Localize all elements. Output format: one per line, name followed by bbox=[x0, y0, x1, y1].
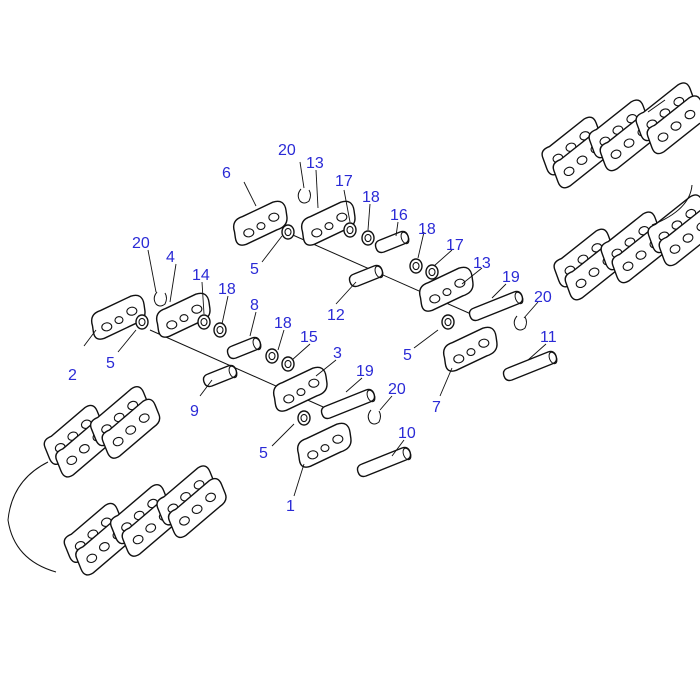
pin-7 bbox=[202, 364, 240, 388]
callout-5-upper: 5 bbox=[250, 261, 259, 278]
ring-18a bbox=[361, 230, 375, 246]
callout-18-mid: 18 bbox=[274, 315, 292, 332]
callout-19-lower: 19 bbox=[356, 363, 374, 380]
callout-10: 6 bbox=[222, 165, 231, 182]
callout-13-left: 14 bbox=[192, 267, 210, 284]
ring-13b bbox=[281, 356, 295, 372]
callout-18-right: 18 bbox=[418, 221, 436, 238]
ring-18d bbox=[265, 348, 279, 364]
ring-17a bbox=[343, 222, 357, 238]
callout-11: 13 bbox=[473, 255, 491, 272]
bolt-5c bbox=[297, 410, 311, 426]
callout-4: 4 bbox=[166, 249, 175, 266]
callout-18-top: 18 bbox=[362, 189, 380, 206]
bushing-14 bbox=[374, 230, 412, 254]
chain-curve-right bbox=[651, 184, 693, 226]
ring-18b bbox=[409, 258, 423, 274]
snap-ring-20a bbox=[297, 188, 311, 204]
link-plate-9 bbox=[440, 325, 501, 373]
snap-ring-20c bbox=[513, 315, 527, 331]
chain-curve-left bbox=[7, 461, 57, 573]
bolt-5a bbox=[281, 224, 295, 240]
callout-20-left: 20 bbox=[132, 235, 150, 252]
ring-17b bbox=[425, 264, 439, 280]
callout-3: 3 bbox=[333, 345, 342, 362]
callout-7: 9 bbox=[190, 403, 199, 420]
callout-labels: 6 20 13 17 18 16 18 17 13 19 20 11 5 20 … bbox=[68, 142, 557, 515]
callout-13-mid: 15 bbox=[300, 329, 318, 346]
ring-13a bbox=[197, 314, 211, 330]
callout-15: 12 bbox=[327, 307, 345, 324]
pin-16 bbox=[502, 350, 560, 382]
chain-left-2 bbox=[55, 461, 236, 580]
bushing-6 bbox=[226, 336, 264, 360]
callout-19-top: 19 bbox=[502, 269, 520, 286]
callout-8: 10 bbox=[398, 425, 416, 442]
snap-ring-20b bbox=[153, 291, 167, 307]
callout-20-lower: 20 bbox=[388, 381, 406, 398]
ring-18c bbox=[213, 322, 227, 338]
chain-leader-top bbox=[647, 99, 666, 113]
link-plate-1 bbox=[294, 421, 355, 469]
chain-top-right-1 bbox=[534, 78, 700, 193]
link-plate-10 bbox=[230, 199, 291, 247]
callout-17-right: 17 bbox=[446, 237, 464, 254]
bolt-5d bbox=[441, 314, 455, 330]
callout-18-left: 18 bbox=[218, 281, 236, 298]
callout-12: 13 bbox=[306, 155, 324, 172]
bolt-5b bbox=[135, 314, 149, 330]
callout-9: 7 bbox=[432, 399, 441, 416]
callout-20-right: 20 bbox=[534, 289, 552, 306]
leader-lines bbox=[83, 161, 547, 497]
callout-6: 8 bbox=[250, 297, 259, 314]
callout-14: 16 bbox=[390, 207, 408, 224]
callout-1: 1 bbox=[286, 498, 295, 515]
callout-5-lower: 5 bbox=[259, 445, 268, 462]
pin-19a bbox=[468, 290, 526, 322]
callout-2: 2 bbox=[68, 367, 77, 384]
callout-5-right: 5 bbox=[403, 347, 412, 364]
callout-17-top: 17 bbox=[335, 173, 353, 190]
callout-20-top: 20 bbox=[278, 142, 296, 159]
chain-top-right-2 bbox=[546, 190, 700, 305]
callout-5-left: 5 bbox=[106, 355, 115, 372]
pin-8 bbox=[356, 446, 414, 478]
link-plate-3 bbox=[270, 365, 331, 413]
chain-left-1 bbox=[35, 381, 169, 482]
snap-ring-20d bbox=[367, 409, 381, 425]
callout-16: 11 bbox=[540, 329, 557, 346]
